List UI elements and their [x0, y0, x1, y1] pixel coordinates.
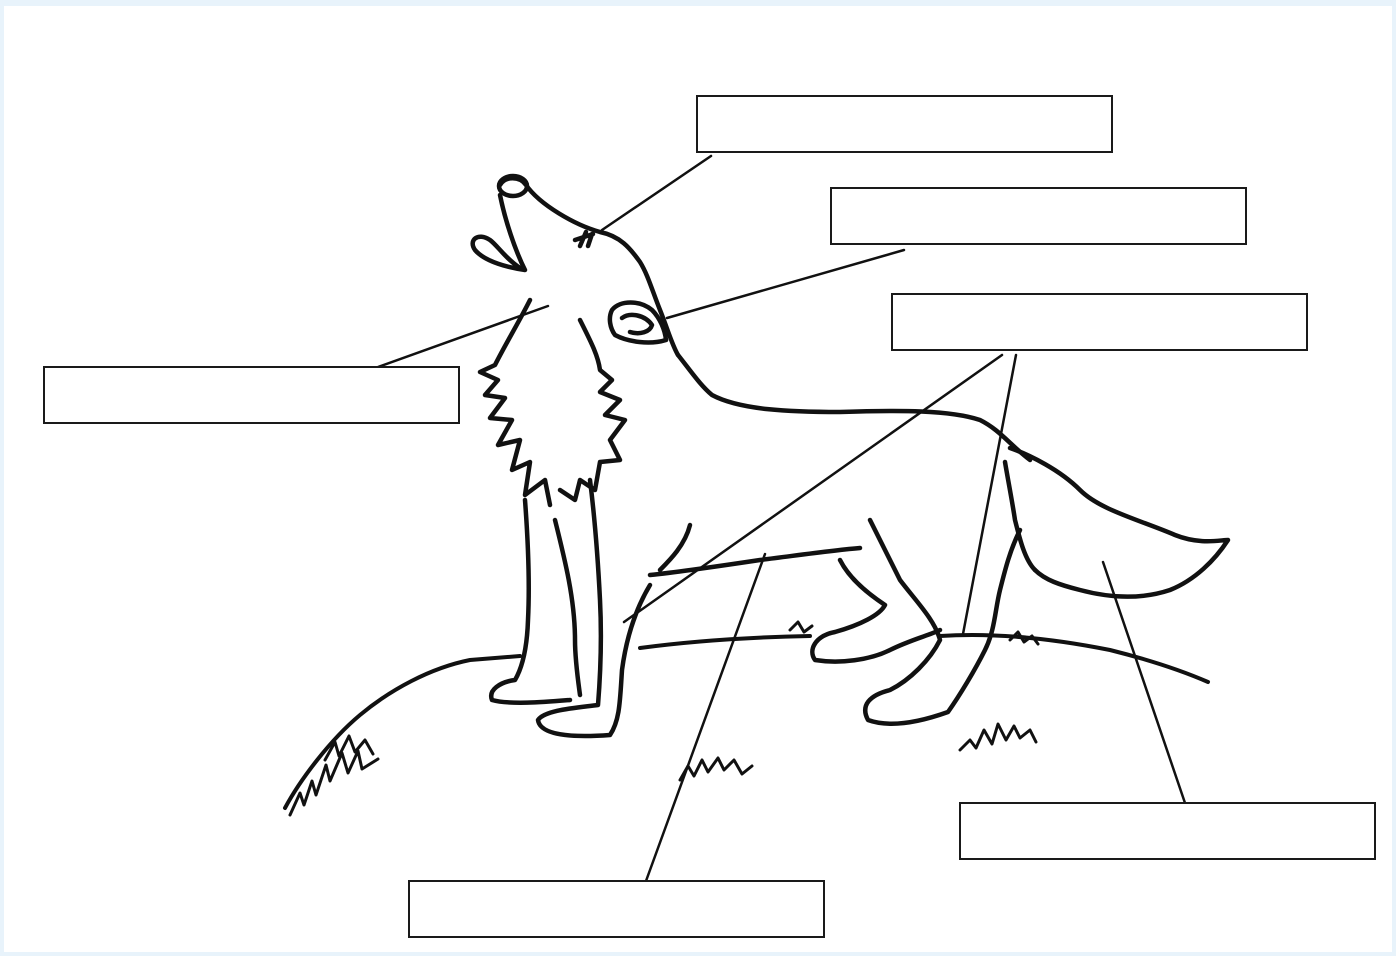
label-box-ear[interactable] — [830, 187, 1247, 245]
worksheet-canvas — [4, 6, 1392, 952]
label-box-neck-fur[interactable] — [43, 366, 460, 424]
label-box-muzzle[interactable] — [696, 95, 1113, 153]
label-box-belly[interactable] — [408, 880, 825, 938]
ground-hill — [285, 635, 1208, 808]
label-box-tail[interactable] — [959, 802, 1376, 860]
label-box-back[interactable] — [891, 293, 1308, 351]
